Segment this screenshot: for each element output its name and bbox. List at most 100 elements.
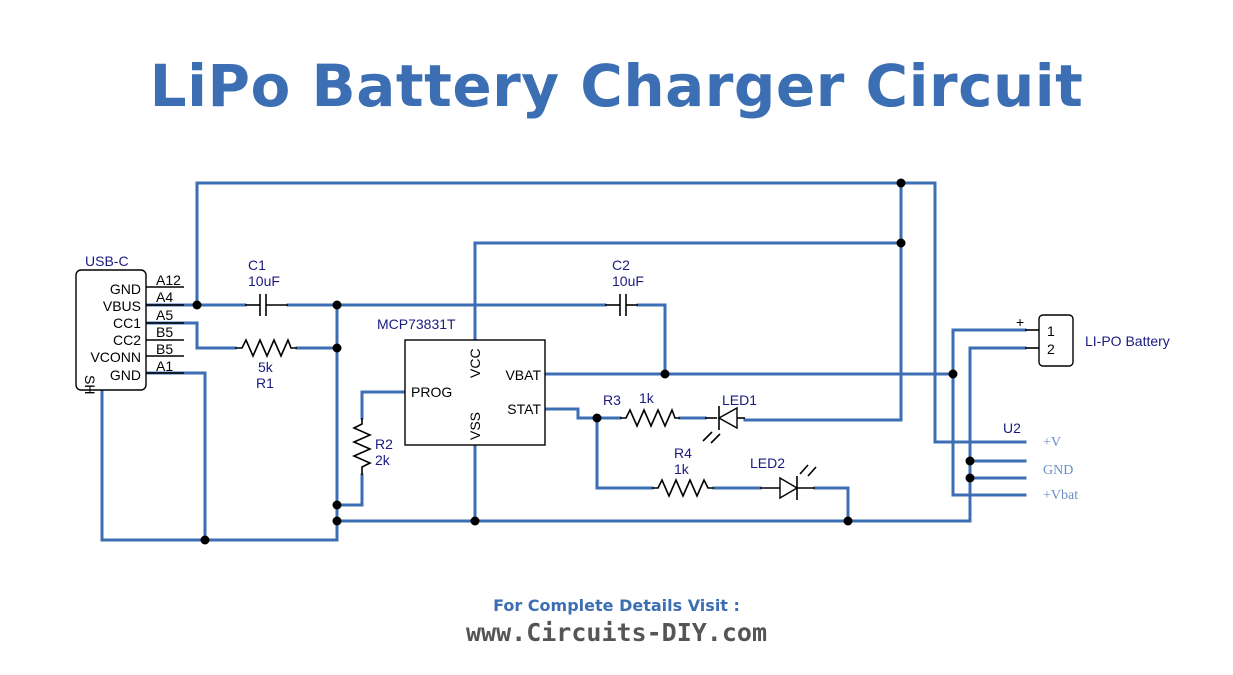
u2-name: U2 [1003,420,1021,436]
battery-connector: 1 2 + LI-PO Battery [1016,314,1170,367]
led1-triangle [717,406,738,430]
r4-name: R4 [674,445,692,461]
u2-pin-vbat: +Vbat [1043,488,1078,503]
usb-pin-number: A1 [156,358,173,374]
wire-led2-gnd [813,486,850,523]
junction-dots [192,178,975,545]
charger-ic: MCP73831T VCC VBAT PROG STAT VSS [377,316,546,446]
usb-pin-name: GND [110,367,141,383]
junction-dot [200,535,210,545]
junction-dot [332,300,342,310]
page-title: LiPo Battery Charger Circuit [149,52,1084,120]
led1: LED1 [702,392,757,444]
junction-dot [660,369,670,379]
ic-pin-stat: STAT [507,401,541,417]
r2-value: 2k [375,452,391,468]
u2-pin-v: +V [1043,435,1061,450]
junction-dot [192,300,202,310]
usb-pin-name: VCONN [90,349,141,365]
led2: LED2 [750,455,817,500]
junction-dot [332,516,342,526]
junction-dot [896,238,906,248]
usb-pin-number: A5 [156,307,173,323]
ic-pin-vbat: VBAT [505,367,541,383]
wire-vcc [473,241,903,342]
wire-usb-gnd [144,371,207,542]
wire-prog [360,390,407,420]
usb-pin-name: CC1 [113,315,141,331]
ic-body [404,339,546,446]
usb-c-label: USB-C [85,253,129,269]
r2-zigzag [352,418,372,475]
junction-dot [965,456,975,466]
led2-name: LED2 [750,455,785,471]
footer-website: www.Circuits-DIY.com [465,618,768,647]
junction-dot [896,178,906,188]
capacitor-c1: C1 10uF [245,257,288,316]
r2-name: R2 [375,436,393,452]
led1-ray [702,431,713,442]
r3-name: R3 [603,392,621,408]
c1-name: C1 [248,257,266,273]
r3-value: 1k [639,390,655,406]
junction-dot [332,500,342,510]
footer-visit-text: For Complete Details Visit : [493,596,740,615]
junction-dot [332,343,342,353]
wire-vbat-u2 [951,372,1027,497]
wires [100,181,1027,542]
battery-label: LI-PO Battery [1085,333,1170,349]
wire-gnd-rail [335,346,1027,523]
battery-plus-sign: + [1016,314,1024,330]
usb-pin-number: B5 [156,324,173,340]
wire-shield [100,388,339,542]
r1-name: R1 [256,375,274,391]
ic-pin-prog: PROG [411,384,452,400]
c2-value: 10uF [612,273,644,289]
usb-c-connector: USB-C GND VBUS CC1 CC2 VCONN GND A12 A4 … [75,253,184,394]
resistor-r4: R4 1k [652,445,714,498]
junction-dot [965,473,975,483]
resistor-r3: R3 1k [603,390,680,428]
ic-pin-vcc: VCC [467,348,483,378]
u2-header: U2 +V GND +Vbat [1003,420,1078,503]
u2-pin-gnd: GND [1043,463,1073,478]
usb-pin-name: GND [110,281,141,297]
usb-shield-label: SH [82,375,98,394]
resistor-r1: 5k R1 [235,337,297,391]
usb-pin-number: B5 [156,341,173,357]
led2-ray [807,466,817,477]
usb-pin-number: A12 [156,272,181,288]
battery-pin-1: 1 [1047,323,1055,339]
r1-zigzag [235,337,297,358]
junction-dot [592,413,602,423]
usb-pin-number: A4 [156,289,173,305]
led1-ray [710,433,721,444]
usb-c-body [75,269,147,391]
junction-dot [843,516,853,526]
capacitor-c2: C2 10uF [605,257,644,316]
usb-pin-name: CC2 [113,332,141,348]
led1-name: LED1 [722,392,757,408]
usb-pin-name: VBUS [103,298,141,314]
wire-r2-gnd [335,473,364,507]
battery-pin-2: 2 [1047,341,1055,357]
r3-zigzag [620,407,680,428]
wire-stat-r4 [595,416,654,490]
r4-value: 1k [674,461,690,477]
resistor-r2: R2 2k [352,418,393,475]
r1-value: 5k [258,359,274,375]
junction-dot [470,516,480,526]
led2-triangle [779,476,799,500]
r4-zigzag [652,478,714,498]
junction-dot [948,369,958,379]
wire-c2 [636,303,667,376]
led2-ray [799,464,809,475]
wire-stat [543,407,622,420]
wire-bat-plus [951,328,1027,376]
wire-vbus-top [195,181,1027,444]
ic-name: MCP73831T [377,316,456,332]
c1-value: 10uF [248,273,280,289]
battery-body [1038,314,1074,367]
ic-pin-vss: VSS [467,412,483,440]
